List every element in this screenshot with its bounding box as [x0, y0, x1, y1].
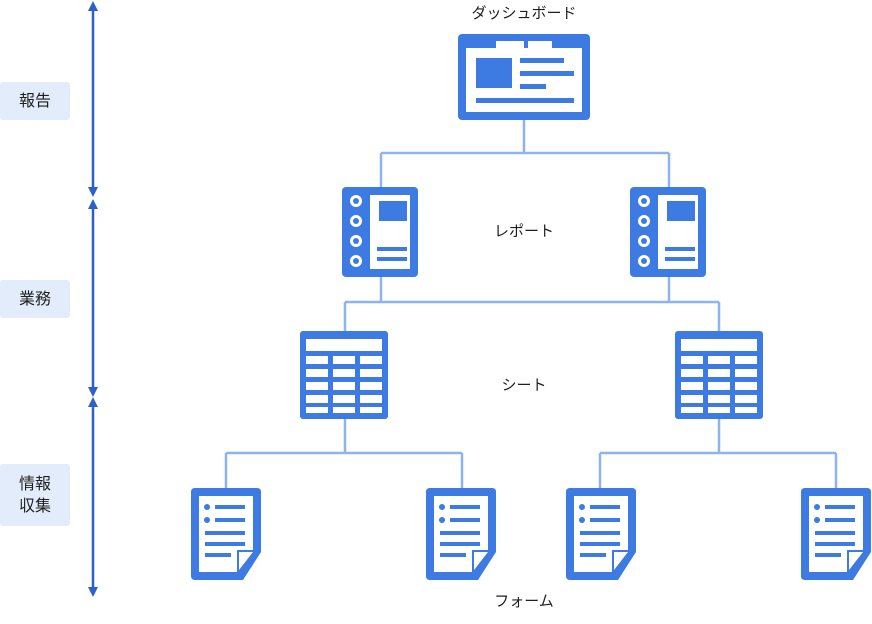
form-icon: [426, 488, 496, 580]
sheet-icon: [300, 331, 388, 419]
tier-label-business: 業務: [0, 280, 70, 318]
dashboard-icon: [458, 34, 590, 120]
connector-sheet-left-forms: [224, 419, 464, 488]
form-icon: [191, 488, 261, 580]
label-sheet: シート: [501, 376, 547, 394]
sheet-icon: [675, 331, 763, 419]
tier-label-info-line2: 収集: [18, 496, 51, 515]
tier-label-info-line1: 情報: [18, 474, 51, 493]
tier-label-report: 報告: [0, 82, 70, 120]
connector-dashboard-reports: [379, 120, 671, 187]
label-report: レポート: [493, 222, 555, 240]
label-dashboard: ダッシュボード: [471, 4, 577, 22]
label-form: フォーム: [494, 592, 554, 610]
tier-label-info-collection: 情報 収集: [0, 464, 70, 526]
report-icon: [630, 187, 706, 277]
connector-reports-sheets: [343, 276, 721, 331]
form-icon: [801, 488, 871, 580]
report-icon: [342, 187, 418, 277]
connector-sheet-right-forms: [598, 419, 838, 488]
form-icon: [566, 488, 636, 580]
